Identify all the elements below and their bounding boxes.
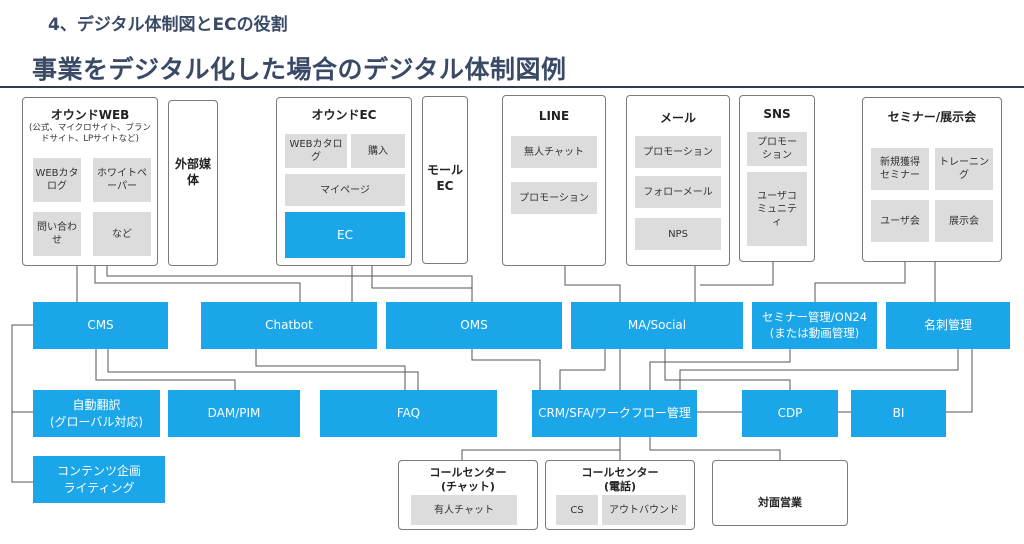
line-item-unmanned-chat: 無人チャット [511,136,597,168]
mail-group: メール プロモーション フォローメール NPS [626,95,730,266]
call-center-phone-item-cs: CS [556,495,598,525]
owned-web-title: オウンドWEB [50,108,130,122]
sns-item-promotion: プロモーション [747,132,807,166]
owned-ec-item-ec: EC [285,212,405,258]
ma-social-box: MA/Social [571,302,743,349]
owned-web-item-whitepaper: ホワイトペーパー [93,158,151,202]
seminar-item-new-acquisition: 新規獲得セミナー [871,148,929,190]
owned-web-item-catalog: WEBカタログ [33,158,81,202]
title-divider [0,86,1024,88]
face-to-face-sales-group: 対面営業 [712,460,848,526]
mall-ec-title: モールEC [427,163,464,193]
cdp-box: CDP [742,390,838,437]
section-title: 4、デジタル体制図とECの役割 [48,15,288,35]
line-title: LINE [538,109,570,123]
crm-sfa-workflow-box: CRM/SFA/ワークフロー管理 [532,390,697,437]
call-center-chat-title: コールセンター (チャット) [429,466,507,494]
chatbot-box: Chatbot [201,302,377,349]
owned-web-item-inquiry: 問い合わせ [33,212,81,256]
sns-item-user-community: ユーザコミュニティ [747,172,807,246]
bi-box: BI [851,390,946,437]
seminar-item-user-meeting: ユーザ会 [871,200,929,242]
auto-translation-box: 自動翻訳 (グローバル対応) [33,390,160,437]
mail-item-follow-mail: フォローメール [635,176,721,208]
face-to-face-sales-title: 対面営業 [758,496,802,509]
call-center-phone-item-outbound: アウトバウンド [602,495,686,525]
call-center-phone-title: コールセンター (電話) [581,466,659,494]
external-media-group: 外部媒体 [168,100,218,266]
call-center-chat-item-manned-chat: 有人チャット [411,495,517,525]
dam-pim-box: DAM/PIM [168,390,300,437]
owned-ec-item-purchase: 購入 [351,134,405,168]
seminar-item-exhibition: 展示会 [935,200,993,242]
page-title: 事業をデジタル化した場合のデジタル体制図例 [32,55,567,84]
external-media-title: 外部媒体 [175,157,212,187]
seminar-title: セミナー/展示会 [887,110,977,124]
owned-web-group: オウンドWEB (公式、マイクロサイト、ブランドサイト、LPサイトなど) WEB… [22,97,158,266]
seminar-item-training: トレーニング [935,148,993,190]
sns-title: SNS [763,107,791,121]
sns-group: SNS プロモーション ユーザコミュニティ [739,95,815,262]
content-writing-box: コンテンツ企画 ライティング [33,456,165,503]
owned-ec-item-mypage: マイページ [285,174,405,206]
mall-ec-group: モールEC [422,96,468,264]
mail-item-promotion: プロモーション [635,136,721,168]
line-item-promotion: プロモーション [511,182,597,214]
owned-ec-group: オウンドEC WEBカタログ 購入 マイページ EC [276,97,412,266]
oms-box: OMS [386,302,562,349]
faq-box: FAQ [320,390,497,437]
seminar-group: セミナー/展示会 新規獲得セミナー トレーニング ユーザ会 展示会 [862,97,1002,262]
mail-title: メール [659,111,696,125]
mail-item-nps: NPS [635,218,721,250]
business-card-management-box: 名刺管理 [886,302,1010,349]
owned-web-note: (公式、マイクロサイト、ブランドサイト、LPサイトなど) [29,123,151,145]
seminar-management-box: セミナー管理/ON24 (または動画管理) [752,302,877,349]
owned-ec-item-catalog: WEBカタログ [285,134,347,168]
cms-box: CMS [33,302,168,349]
line-group: LINE 無人チャット プロモーション [502,95,606,266]
owned-web-item-etc: など [93,212,151,256]
call-center-phone-group: コールセンター (電話) CS アウトバウンド [545,460,695,530]
call-center-chat-group: コールセンター (チャット) 有人チャット [398,460,538,530]
owned-ec-title: オウンドEC [311,108,377,122]
